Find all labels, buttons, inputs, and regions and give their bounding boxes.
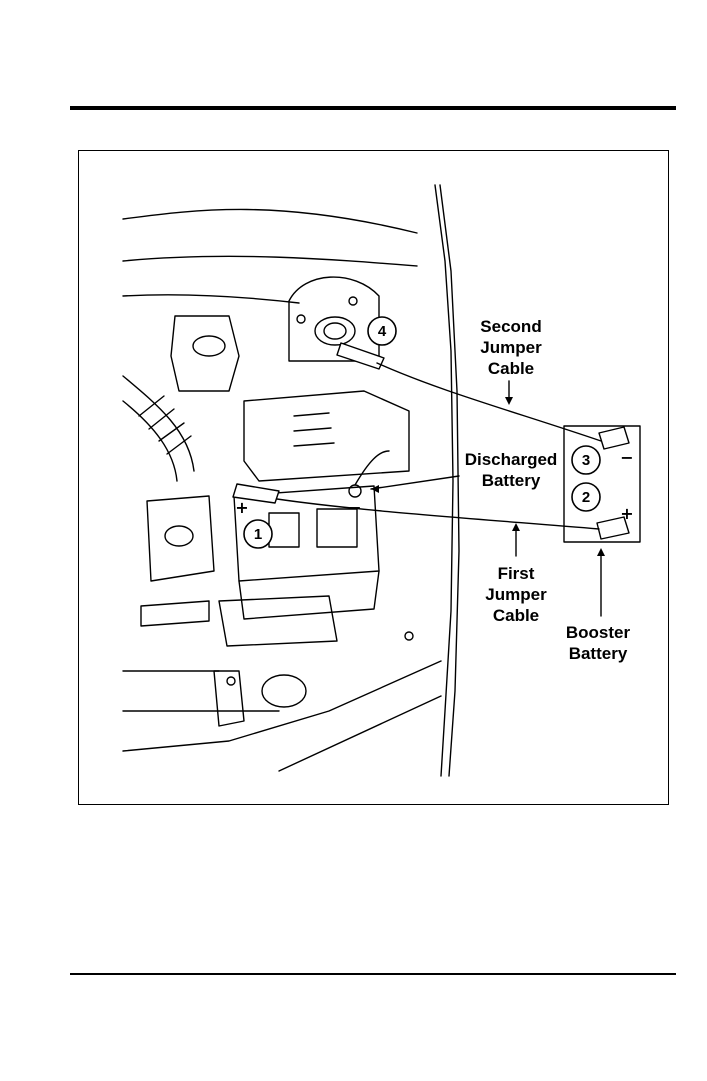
lower-box bbox=[219, 596, 337, 646]
bracket bbox=[214, 671, 244, 726]
connector bbox=[141, 601, 209, 626]
reservoir-cap bbox=[193, 336, 225, 356]
strut-cap bbox=[315, 317, 355, 345]
bolt-top bbox=[349, 297, 357, 305]
discharged-battery-side bbox=[239, 571, 379, 619]
leader-discharged bbox=[371, 476, 459, 489]
fender-bolt bbox=[405, 632, 413, 640]
ground-clamp bbox=[337, 343, 384, 369]
hood-edge bbox=[435, 185, 453, 776]
discharged-positive-mark: + bbox=[235, 498, 248, 517]
top-rule bbox=[70, 106, 676, 110]
label-discharged-line-2: Battery bbox=[482, 471, 541, 490]
hood-edge-inner bbox=[440, 185, 459, 776]
washer-reservoir bbox=[147, 496, 214, 581]
booster-positive-mark: + bbox=[620, 504, 633, 523]
label-second-line-2: Jumper bbox=[480, 338, 542, 357]
label-first-line-2: Jumper bbox=[485, 585, 547, 604]
discharged-negative-mark: − bbox=[348, 498, 361, 517]
arrowhead-booster bbox=[597, 548, 605, 556]
bottom-rule bbox=[70, 973, 676, 975]
washer-cap bbox=[165, 526, 193, 546]
bolt-left bbox=[297, 315, 305, 323]
arrowhead-first-cable bbox=[512, 523, 520, 531]
strut-cap-inner bbox=[324, 323, 346, 339]
reservoir bbox=[171, 316, 239, 391]
label-discharged-line-1: Discharged bbox=[465, 450, 558, 469]
step-2-number: 2 bbox=[582, 489, 590, 506]
step-4-number: 4 bbox=[378, 323, 387, 340]
label-second-line-3: Cable bbox=[488, 359, 534, 378]
label-booster-line-1: Booster bbox=[566, 623, 631, 642]
bumper-line-2 bbox=[279, 696, 441, 771]
first-jumper-cable bbox=[277, 499, 599, 529]
booster-negative-clamp bbox=[599, 427, 629, 449]
label-first-line-3: Cable bbox=[493, 606, 539, 625]
battery-cell-left bbox=[269, 513, 299, 547]
label-second-line-1: Second bbox=[480, 317, 541, 336]
negative-cable bbox=[355, 451, 389, 485]
round-part bbox=[262, 675, 306, 707]
filter-ribs bbox=[294, 413, 334, 446]
strut-tower bbox=[289, 277, 379, 361]
radiator-lines bbox=[123, 671, 279, 711]
step-1-number: 1 bbox=[254, 526, 262, 543]
bracket-bolt bbox=[227, 677, 235, 685]
engine-bay-illustration: 1 2 3 4 + − + − Second Jumper Cable Disc… bbox=[79, 151, 670, 806]
step-3-number: 3 bbox=[582, 452, 590, 469]
air-filter-box bbox=[244, 391, 409, 481]
label-booster-line-2: Battery bbox=[569, 644, 628, 663]
label-first-line-1: First bbox=[498, 564, 535, 583]
arrowhead-second-cable bbox=[505, 397, 513, 405]
booster-negative-mark: − bbox=[620, 448, 633, 467]
cowl-line-2 bbox=[123, 256, 417, 266]
firewall-line bbox=[123, 295, 299, 303]
cowl-line bbox=[123, 209, 417, 233]
jump-start-diagram: 1 2 3 4 + − + − Second Jumper Cable Disc… bbox=[78, 150, 669, 805]
